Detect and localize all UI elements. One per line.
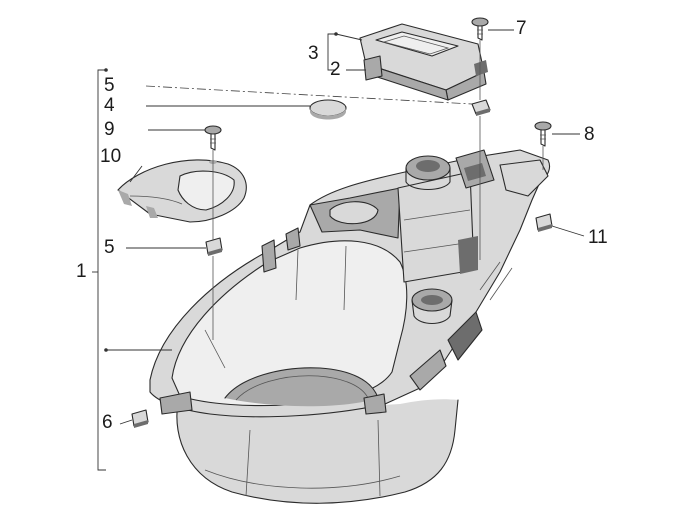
callout-1: 1 <box>76 261 87 282</box>
screw-part-7 <box>471 17 489 41</box>
leader-lines <box>92 29 585 471</box>
clip-nut-part-5-upper <box>471 99 491 116</box>
callout-10: 10 <box>100 146 122 167</box>
clip-nut-part-11 <box>535 213 553 232</box>
callout-5-lower: 5 <box>104 237 115 258</box>
callout-7: 7 <box>516 18 527 39</box>
callout-2: 2 <box>330 59 341 80</box>
cover-cap <box>117 159 247 223</box>
callout-3: 3 <box>308 43 319 64</box>
callout-4: 4 <box>104 95 115 116</box>
clip-nut-part-6 <box>131 409 149 428</box>
screw-part-9 <box>204 125 222 164</box>
clip-nut-part-5-lower <box>205 237 223 256</box>
callout-11: 11 <box>588 227 608 248</box>
helmet-compartment-tub <box>149 149 551 504</box>
screw-part-8 <box>534 121 552 147</box>
callout-6: 6 <box>102 412 113 433</box>
storage-lid-assembly <box>359 23 488 101</box>
rubber-plug <box>309 99 347 120</box>
callout-9: 9 <box>104 119 115 140</box>
callout-5-upper: 5 <box>104 75 115 96</box>
callout-8: 8 <box>584 124 595 145</box>
